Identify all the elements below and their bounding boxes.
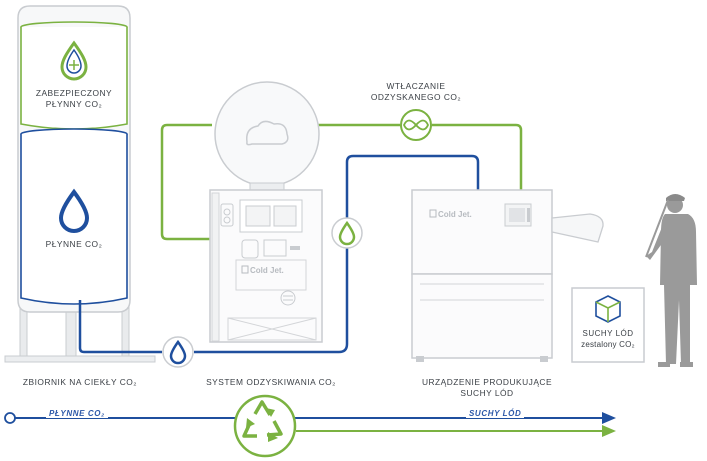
recovery-system: Cold Jet. (209, 81, 323, 343)
cloud-icon (245, 120, 289, 146)
green-pipe-left (160, 123, 212, 241)
tank-bottom-label: PŁYNNE CO₂ (45, 239, 103, 249)
producer-caption-line2: SUCHY LÓD (460, 388, 514, 398)
box-label-line2: zestalony CO₂ (581, 340, 635, 349)
ice-box (571, 287, 645, 363)
droplet-icon (58, 188, 90, 233)
shielded-droplet-icon (60, 40, 88, 81)
recovery-dome (214, 81, 320, 187)
producer-chute (551, 213, 604, 243)
injection-label: WTŁACZANIE ODZYSKANEGO CO₂ (356, 81, 476, 103)
tank-base (4, 355, 156, 363)
ice-cube-icon (595, 295, 621, 323)
cabinet-display (263, 239, 287, 257)
flow-start-marker (4, 412, 16, 424)
box-label-line1: SUCHY LÓD (582, 329, 634, 338)
pipe-droplet-green (331, 217, 363, 249)
recovery-caption: SYSTEM ODZYSKIWANIA CO₂ (206, 377, 336, 387)
cabinet-fan (280, 290, 296, 306)
cabinet-frame (227, 317, 317, 341)
cabinet-brand-panel (235, 259, 307, 291)
tank-blue-section (20, 134, 128, 305)
flow-right-label: SUCHY LÓD (466, 409, 525, 418)
tank-top-label-line2: PŁYNNY CO₂ (45, 99, 103, 109)
injection-icon (400, 109, 432, 141)
tank-caption: ZBIORNIK NA CIEKŁY CO₂ (22, 377, 138, 387)
dry-ice-box (571, 287, 645, 363)
injection-label-line2: ODZYSKANEGO CO₂ (370, 92, 462, 102)
person-silhouette (645, 194, 697, 367)
producer-brand: Cold Jet. (438, 210, 472, 219)
green-arrowhead (602, 425, 616, 437)
dry-ice-producer: Cold Jet. (411, 189, 604, 362)
cabinet-knob (241, 239, 259, 259)
tank-top-label-line1: ZABEZPIECZONY (35, 88, 113, 98)
recycle-icon (233, 394, 297, 458)
tank-top-label: ZABEZPIECZONY PŁYNNY CO₂ (24, 88, 124, 110)
pipe-droplet-blue (162, 336, 194, 368)
cabinet-side-rail (211, 192, 220, 342)
box-label: SUCHY LÓD zestalony CO₂ (572, 328, 644, 350)
producer-caption: URZĄDZENIE PRODUKUJĄCE SUCHY LÓD (412, 377, 562, 399)
flow-arrows (4, 412, 616, 437)
producer-caption-line1: URZĄDZENIE PRODUKUJĄCE (421, 377, 553, 387)
injection-label-line1: WTŁACZANIE (386, 81, 446, 91)
blue-arrowhead (602, 412, 616, 424)
producer-lower (411, 273, 553, 359)
blue-pipe (78, 154, 480, 354)
green-pipe-top (316, 123, 523, 190)
recovery-brand: Cold Jet. (250, 266, 284, 275)
flow-left-label: PŁYNNE CO₂ (46, 409, 108, 418)
producer-upper (411, 189, 553, 275)
cabinet-gauges (220, 203, 234, 227)
co2-tank (4, 5, 156, 363)
